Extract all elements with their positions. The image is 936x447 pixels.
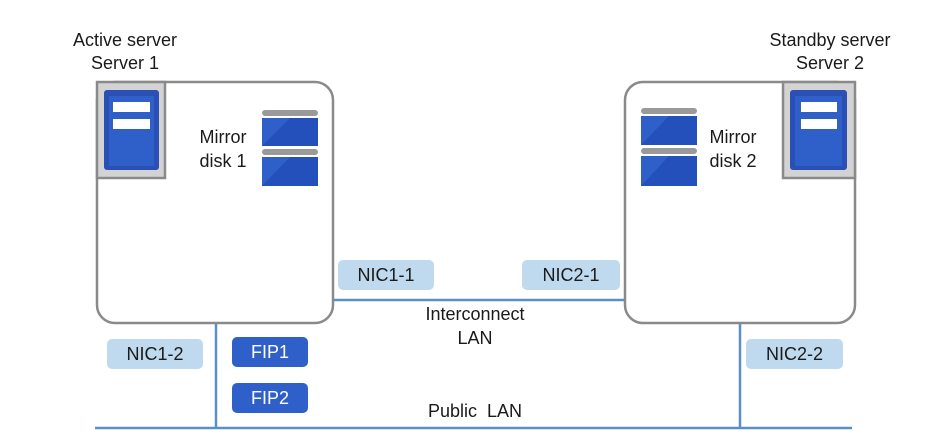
fip2-badge: FIP2 xyxy=(232,383,308,413)
server-1-name-label: Server 1 xyxy=(90,53,160,73)
public-lan-label: Public LAN xyxy=(427,401,523,421)
mirror-disk-2-line1: Mirror xyxy=(709,127,757,147)
server-2-name-label: Server 2 xyxy=(795,53,865,73)
nic1-2-badge: NIC1-2 xyxy=(107,339,203,369)
mirror-disk-2-icon xyxy=(641,108,697,186)
fip1-badge: FIP1 xyxy=(232,337,308,367)
mirror-disk-1-icon xyxy=(262,110,318,186)
mirror-disk-1-line1: Mirror xyxy=(199,127,247,147)
nic2-2-badge: NIC2-2 xyxy=(746,339,843,369)
server-2-role-label: Standby server xyxy=(769,30,891,50)
server-1-role-label: Active server xyxy=(72,30,178,50)
mirror-disk-2-line2: disk 2 xyxy=(709,151,757,171)
interconnect-lan-label-line1: Interconnect xyxy=(425,304,525,324)
server-1-icon xyxy=(95,80,167,180)
mirror-disk-1-line2: disk 1 xyxy=(199,151,247,171)
nic2-1-badge: NIC2-1 xyxy=(522,260,620,290)
nic1-1-badge: NIC1-1 xyxy=(338,260,434,290)
server-2-icon xyxy=(781,80,857,180)
interconnect-lan-label-line2: LAN xyxy=(457,328,493,348)
